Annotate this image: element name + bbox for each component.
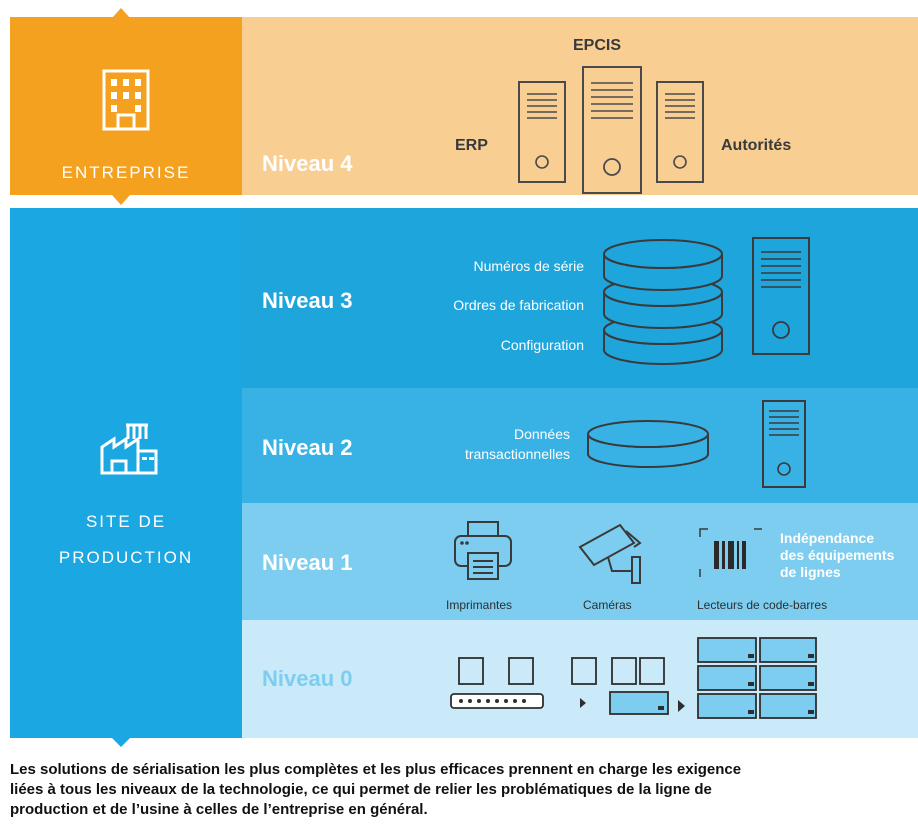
storage-blocks-icon [678,637,817,719]
caption-line: production et de l’usine à celles de l’e… [10,801,428,818]
caption-line: Les solutions de sérialisation les plus … [10,761,742,778]
enterprise-title: ENTREPRISE [61,163,191,182]
level-2-label: Niveau 2 [262,435,353,460]
level-3-band: Niveau 3 Numéros de série Ordres de fabr… [242,208,918,388]
level-3-label: Niveau 3 [262,288,353,313]
level-3-item: Numéros de série [473,258,585,274]
autorites-server-icon [656,81,704,183]
level-2-band: Niveau 2 Données transactionnelles [242,388,918,503]
camera-icon [578,523,642,584]
factory-icon [100,423,158,475]
erp-label: ERP [455,137,488,154]
epcis-label: EPCIS [573,37,622,54]
site-title-line1: SITE DE [85,512,167,531]
cameras-label: Caméras [583,598,632,612]
enterprise-panel: ENTREPRISE [10,17,242,195]
caption: Les solutions de sérialisation les plus … [10,760,915,820]
printers-label: Imprimantes [446,598,513,612]
office-building-icon [102,69,150,131]
enterprise-caret [112,195,130,205]
level-4-band: Niveau 4 EPCIS ERP Autorités [242,17,918,195]
level-1-band: Niveau 1 Imprimantes Caméras Lecteurs de… [242,503,918,620]
level-0-label: Niveau 0 [262,666,353,691]
level-2-text-line1: Données [513,426,570,442]
site-caret [112,738,130,747]
level-1-label: Niveau 1 [262,550,353,575]
level-4-label: Niveau 4 [262,151,353,176]
equipment-note-line1: Indépendance [780,530,875,546]
top-caret [112,8,130,18]
device-group-icon [571,657,669,715]
database-icon [603,239,723,365]
autorites-label: Autorités [721,137,792,154]
equipment-note-line3: de lignes [780,564,841,580]
level-2-text-line2: transactionnelles [464,446,570,462]
production-site-panel: SITE DE PRODUCTION [10,208,242,738]
network-switch-group [450,657,544,709]
server-icon [752,237,810,355]
level-3-item: Ordres de fabrication [453,297,584,313]
database-disk-icon [587,420,709,468]
server-icon [762,400,806,488]
erp-server-icon [518,81,566,183]
scanners-label: Lecteurs de code-barres [697,598,828,612]
level-0-band: Niveau 0 [242,620,918,738]
barcode-icon [699,528,762,577]
caption-line: liées à tous les niveaux de la technolog… [10,781,712,798]
printer-icon [454,521,512,580]
site-title-line2: PRODUCTION [58,548,194,567]
equipment-note-line2: des équipements [780,547,895,563]
level-3-item: Configuration [500,337,584,353]
epcis-server-icon [582,66,642,194]
